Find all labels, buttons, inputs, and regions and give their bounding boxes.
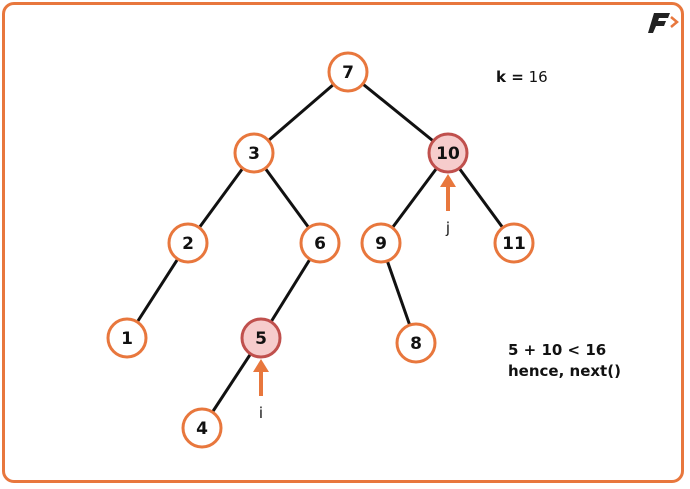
tree-node-10 <box>427 132 469 174</box>
pointer-label-j: j <box>445 219 450 237</box>
explanation-note: 5 + 10 < 16 hence, next() <box>508 340 621 382</box>
tree-node-8 <box>395 322 437 364</box>
k-display: k = 16 <box>496 68 548 86</box>
diagram-frame <box>2 2 684 483</box>
tree-node-2 <box>167 222 209 264</box>
tree-node-6 <box>299 222 341 264</box>
node-label: 4 <box>196 419 208 439</box>
tree-node-3 <box>233 132 275 174</box>
tree-node-9 <box>360 222 402 264</box>
node-label: 2 <box>182 234 194 254</box>
tree-node-7 <box>327 51 369 93</box>
tree-node-1 <box>106 317 148 359</box>
pointer-label-i: i <box>259 404 263 422</box>
node-label: 3 <box>248 144 260 164</box>
node-label: 8 <box>410 334 422 354</box>
arrow-head-icon <box>253 359 269 372</box>
node-label: 7 <box>342 63 354 83</box>
tree-node-5 <box>240 317 282 359</box>
node-label: 10 <box>436 144 460 164</box>
arrow-head-icon <box>440 174 456 187</box>
tree-node-11 <box>493 222 535 264</box>
node-label: 1 <box>121 329 133 349</box>
note-conclusion: hence, next() <box>508 362 621 380</box>
node-label: 6 <box>314 234 326 254</box>
tree-node-4 <box>181 407 223 449</box>
logo-icon <box>648 13 679 33</box>
node-label: 11 <box>502 234 526 254</box>
k-value: 16 <box>528 68 548 86</box>
note-comparison: 5 + 10 < 16 <box>508 341 607 359</box>
node-label: 9 <box>375 234 387 254</box>
node-label: 5 <box>255 329 267 349</box>
tree-edge <box>347 70 449 155</box>
tree-edge <box>253 70 349 155</box>
k-label: k = <box>496 68 524 86</box>
